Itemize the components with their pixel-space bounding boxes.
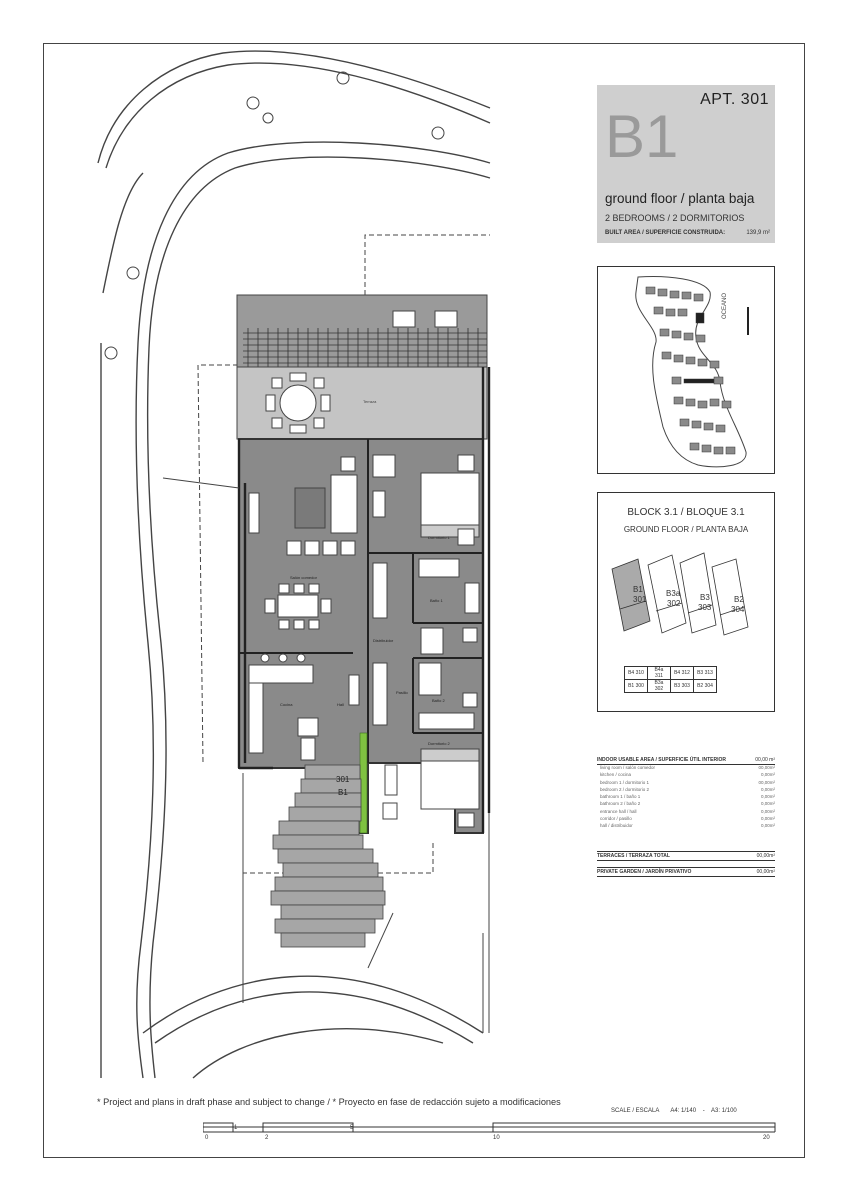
- list-item: corridor / pasillo 0,00m²: [597, 816, 775, 823]
- legend-row-value: 0,00m²: [760, 794, 775, 800]
- plan-label-corridor: Pasillo: [396, 690, 408, 695]
- unit-index-table: B4 310 B4a 311 B4 312 B3 313 B1 300 B3a …: [624, 666, 717, 693]
- site-map-ocean-label: OCEANO: [722, 292, 728, 319]
- block-diagram: [611, 552, 749, 636]
- legend-row-label: bathroom 2 / baño 2: [600, 801, 641, 807]
- legend-row-value: 00,00m²: [758, 765, 775, 770]
- unit-b1-code: B1: [633, 585, 643, 594]
- legend-row-value: 0,00m²: [760, 823, 775, 829]
- plan-unit-number: 301: [336, 775, 350, 784]
- unit-b3a-number: 302: [667, 599, 681, 608]
- list-item: living room / salón comedor 00,00m²: [597, 765, 775, 772]
- table-cell: B4 310: [624, 666, 648, 680]
- plan-label-dining: Salón comedor: [290, 575, 317, 580]
- scale-tick: 10: [493, 1135, 500, 1141]
- table-cell: B3 303: [670, 679, 694, 693]
- legend-row-label: kitchen / cocina: [600, 772, 632, 778]
- table-cell: B2 304: [693, 679, 717, 693]
- list-item: hall / distribuidor 0,00m²: [597, 823, 775, 830]
- legend-row-value: 0,00m²: [760, 808, 775, 814]
- legend-garden-value: 00,00m²: [756, 868, 775, 875]
- scale-label: SCALE / ESCALA A4: 1/140 - A3: 1/100: [611, 1108, 737, 1114]
- table-cell: B1 300: [624, 679, 648, 693]
- legend-row-label: entrance hall / hall: [600, 808, 637, 814]
- bedrooms-label: 2 BEDROOMS / 2 DORMITORIOS: [605, 213, 745, 223]
- legend-heading-label: INDOOR USABLE AREA / SUPERFICIE ÚTIL INT…: [597, 757, 726, 763]
- unit-b3-code: B3: [700, 593, 710, 602]
- plan-label-bath1: Baño 1: [430, 598, 443, 603]
- legend-row-value: 0,00m²: [760, 772, 775, 778]
- scale-tick: 20: [763, 1135, 770, 1141]
- scale-tick: 2: [265, 1135, 269, 1141]
- draft-note: * Project and plans in draft phase and s…: [97, 1097, 561, 1107]
- plan-label-kitchen: Cocina: [280, 702, 293, 707]
- apartment-number: APT. 301: [700, 91, 769, 108]
- legend-row-label: living room / salón comedor: [600, 765, 656, 770]
- legend-row-label: bedroom 2 / dormitorio 2: [600, 786, 650, 792]
- legend-row-label: bathroom 1 / baño 1: [600, 794, 641, 800]
- legend-garden-label: PRIVATE GARDEN / JARDÍN PRIVATIVO: [597, 868, 692, 875]
- plan-label-bedroom1: Dormitorio 1: [428, 535, 450, 540]
- plan-label-bath2: Baño 2: [432, 698, 445, 703]
- list-item: kitchen / cocina 0,00m²: [597, 772, 775, 779]
- legend-heading-value: 00,00 m²: [755, 757, 775, 763]
- scale-bar: [203, 1122, 776, 1133]
- legend-garden: PRIVATE GARDEN / JARDÍN PRIVATIVO 00,00m…: [597, 866, 775, 877]
- table-cell: B4 312: [670, 666, 694, 680]
- plan-unit-code: B1: [338, 788, 348, 797]
- list-item: bathroom 2 / baño 2 0,00m²: [597, 801, 775, 808]
- list-item: bedroom 2 / dormitorio 2 0,00m²: [597, 787, 775, 794]
- floor-label: ground floor / planta baja: [605, 191, 755, 206]
- legend-row-label: corridor / pasillo: [600, 816, 632, 822]
- legend-row-value: 0,00m²: [760, 801, 775, 807]
- block-subtitle: GROUND FLOOR / PLANTA BAJA: [623, 525, 749, 534]
- list-item: entrance hall / hall 0,00m²: [597, 809, 775, 816]
- unit-b1-number: 301: [633, 595, 647, 604]
- legend-terraces-label: TERRACES / TERRAZA TOTAL: [597, 852, 670, 859]
- sheet-border: [43, 43, 805, 1158]
- site-map-panel: OCEANO: [597, 266, 775, 474]
- legend-heading: INDOOR USABLE AREA / SUPERFICIE ÚTIL INT…: [597, 757, 775, 765]
- block-title: BLOCK 3.1 / BLOQUE 3.1: [627, 507, 745, 518]
- scale-tick: 1: [234, 1125, 238, 1131]
- list-item: bathroom 1 / baño 1 0,00m²: [597, 794, 775, 801]
- table-cell: B3a 302: [647, 679, 671, 693]
- scale-tick: 0: [205, 1135, 209, 1141]
- table-cell: B4a 311: [647, 666, 671, 680]
- area-legend: INDOOR USABLE AREA / SUPERFICIE ÚTIL INT…: [597, 757, 775, 877]
- table-cell: B3 313: [693, 666, 717, 680]
- site-map: [635, 276, 749, 468]
- floor-plan: [97, 50, 491, 1079]
- plan-label-entrance: Hall: [337, 702, 344, 707]
- legend-row-value: 0,00m²: [760, 816, 775, 822]
- plan-label-terrace: Terraza: [363, 399, 377, 404]
- table-row: B1 300 B3a 302 B3 303 B2 304: [624, 679, 717, 693]
- legend-row-value: 00,00m²: [758, 779, 775, 785]
- scale-tick: 5: [350, 1125, 354, 1131]
- title-block: APT. 301 B1 ground floor / planta baja 2…: [597, 85, 775, 243]
- built-area: BUILT AREA / SUPERFICIE CONSTRUIDA: 139,…: [605, 230, 770, 236]
- type-code: B1: [605, 103, 679, 170]
- legend-row-label: bedroom 1 / dormitorio 1: [600, 779, 650, 785]
- unit-b3a-code: B3a: [666, 589, 681, 598]
- plan-label-bedroom2: Dormitorio 2: [428, 741, 450, 746]
- legend-row-label: hall / distribuidor: [600, 823, 633, 829]
- plan-label-hall: Distribuidor: [373, 638, 394, 643]
- built-area-value: 139,9 m²: [746, 230, 770, 236]
- table-row: B4 310 B4a 311 B4 312 B3 313: [624, 666, 717, 680]
- unit-b2-number: 304: [731, 605, 745, 614]
- legend-row-value: 0,00m²: [760, 786, 775, 792]
- list-item: bedroom 1 / dormitorio 1 00,00m²: [597, 780, 775, 787]
- built-area-label: BUILT AREA / SUPERFICIE CONSTRUIDA:: [605, 230, 726, 236]
- legend-terraces: TERRACES / TERRAZA TOTAL 00,00m²: [597, 850, 775, 861]
- unit-b3-number: 303: [698, 603, 712, 612]
- unit-b2-code: B2: [734, 595, 744, 604]
- legend-terraces-value: 00,00m²: [756, 852, 775, 859]
